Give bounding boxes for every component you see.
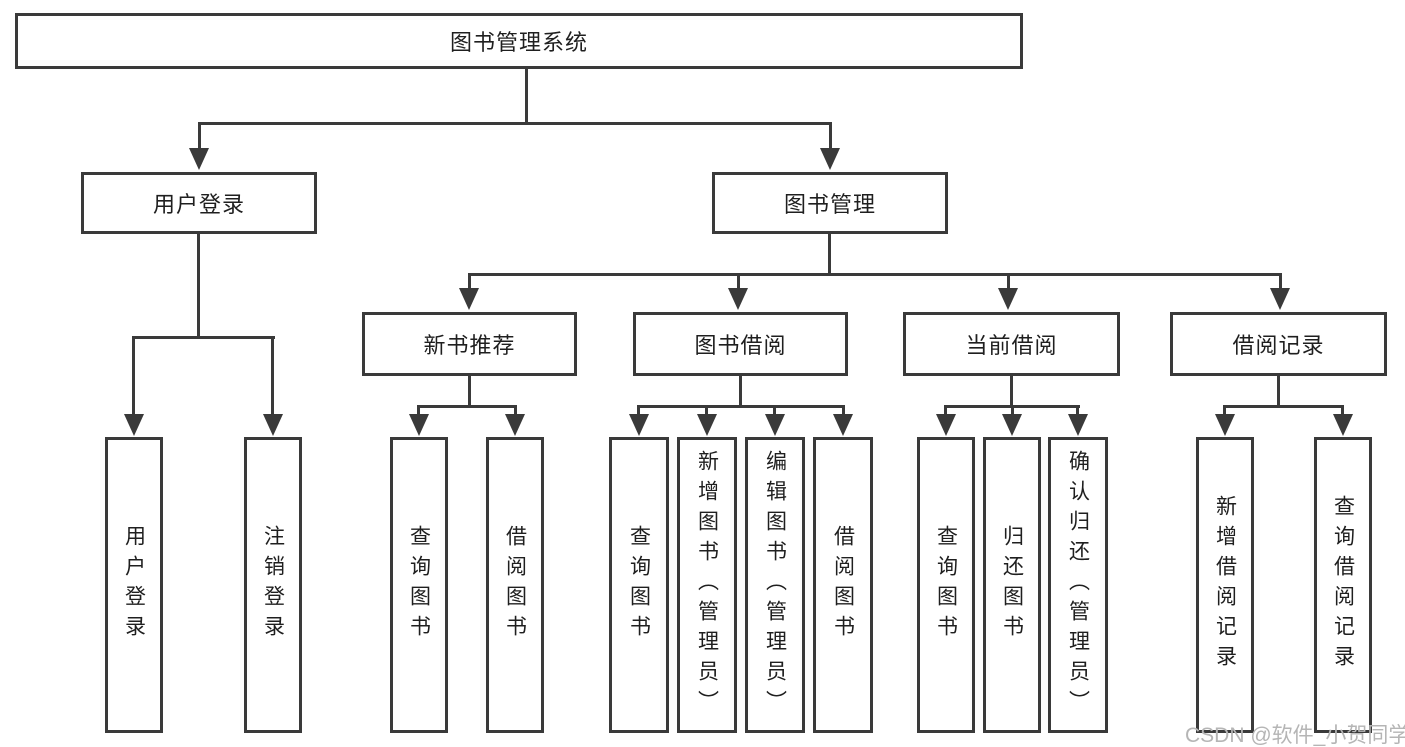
connector-line — [842, 405, 845, 417]
leaf-add-books-admin-label: 新增图书（管理员） — [695, 450, 719, 720]
leaf-confirm-return-admin-label: 确认归还（管理员） — [1066, 450, 1090, 720]
connector-line — [1223, 405, 1344, 408]
leaf-borrow-books-recommend: 借阅图书 — [486, 437, 544, 733]
arrow-down-icon — [124, 414, 144, 436]
connector-line — [737, 273, 740, 289]
connector-line — [1341, 405, 1344, 417]
connector-line — [1076, 405, 1079, 417]
arrow-down-icon — [1002, 414, 1022, 436]
connector-line — [829, 122, 832, 150]
arrow-down-icon — [189, 148, 209, 170]
connector-line — [198, 122, 201, 150]
node-book-management: 图书管理 — [712, 172, 948, 234]
node-root-label: 图书管理系统 — [449, 30, 588, 55]
connector-line — [132, 336, 135, 416]
connector-line — [1279, 273, 1282, 289]
node-borrowing-records-label: 借阅记录 — [1232, 333, 1325, 358]
connector-line — [271, 336, 274, 416]
arrow-down-icon — [936, 414, 956, 436]
connector-line — [828, 234, 831, 276]
leaf-borrow-books-borrowing-label: 借阅图书 — [831, 525, 855, 645]
connector-line — [1277, 376, 1280, 407]
leaf-query-books-recommend-label: 查询图书 — [407, 525, 431, 645]
arrow-down-icon — [409, 414, 429, 436]
leaf-add-borrow-record-label: 新增借阅记录 — [1213, 495, 1237, 675]
node-user-login-label: 用户登录 — [152, 192, 245, 217]
leaf-user-login: 用户登录 — [105, 437, 163, 733]
arrow-down-icon — [263, 414, 283, 436]
leaf-borrow-books-recommend-label: 借阅图书 — [503, 525, 527, 645]
node-borrowing-records: 借阅记录 — [1170, 312, 1387, 376]
connector-line — [198, 122, 832, 125]
leaf-edit-books-admin: 编辑图书（管理员） — [745, 437, 805, 733]
node-current-borrowing-label: 当前借阅 — [965, 333, 1058, 358]
leaf-add-books-admin: 新增图书（管理员） — [677, 437, 737, 733]
node-book-borrowing: 图书借阅 — [633, 312, 848, 376]
node-current-borrowing: 当前借阅 — [903, 312, 1120, 376]
node-new-book-recommend-label: 新书推荐 — [423, 333, 516, 358]
arrow-down-icon — [765, 414, 785, 436]
leaf-confirm-return-admin: 确认归还（管理员） — [1048, 437, 1108, 733]
leaf-query-books-borrowing-label: 查询图书 — [627, 525, 651, 645]
connector-line — [1007, 273, 1010, 289]
node-user-login: 用户登录 — [81, 172, 317, 234]
connector-line — [197, 233, 200, 339]
leaf-query-borrow-record: 查询借阅记录 — [1314, 437, 1372, 733]
leaf-query-books-current: 查询图书 — [917, 437, 975, 733]
leaf-query-borrow-record-label: 查询借阅记录 — [1331, 495, 1355, 675]
arrow-down-icon — [820, 148, 840, 170]
connector-line — [637, 405, 640, 417]
arrow-down-icon — [697, 414, 717, 436]
connector-line — [468, 273, 471, 289]
leaf-user-login-label: 用户登录 — [122, 525, 146, 645]
leaf-query-books-borrowing: 查询图书 — [609, 437, 669, 733]
leaf-query-books-current-label: 查询图书 — [934, 525, 958, 645]
arrow-down-icon — [1215, 414, 1235, 436]
connector-line — [468, 376, 471, 407]
connector-line — [705, 405, 708, 417]
leaf-return-books: 归还图书 — [983, 437, 1041, 733]
connector-line — [468, 273, 1282, 276]
connector-line — [417, 405, 420, 417]
connector-line — [944, 405, 947, 417]
leaf-add-borrow-record: 新增借阅记录 — [1196, 437, 1254, 733]
csdn-watermark: CSDN @软件_小贺同学 — [1185, 724, 1405, 747]
node-root: 图书管理系统 — [15, 13, 1023, 69]
connector-line — [773, 405, 776, 417]
arrow-down-icon — [833, 414, 853, 436]
arrow-down-icon — [998, 288, 1018, 310]
arrow-down-icon — [1333, 414, 1353, 436]
connector-line — [1011, 405, 1014, 417]
connector-line — [525, 69, 528, 125]
connector-line — [417, 405, 517, 408]
leaf-query-books-recommend: 查询图书 — [390, 437, 448, 733]
connector-line — [514, 405, 517, 417]
leaf-return-books-label: 归还图书 — [1000, 525, 1024, 645]
arrow-down-icon — [459, 288, 479, 310]
leaf-logout-login: 注销登录 — [244, 437, 302, 733]
arrow-down-icon — [1068, 414, 1088, 436]
node-book-management-label: 图书管理 — [783, 192, 876, 217]
arrow-down-icon — [505, 414, 525, 436]
connector-line — [1010, 376, 1013, 407]
leaf-edit-books-admin-label: 编辑图书（管理员） — [763, 450, 787, 720]
node-new-book-recommend: 新书推荐 — [362, 312, 577, 376]
arrow-down-icon — [629, 414, 649, 436]
node-book-borrowing-label: 图书借阅 — [694, 333, 787, 358]
connector-line — [739, 376, 742, 407]
leaf-borrow-books-borrowing: 借阅图书 — [813, 437, 873, 733]
leaf-logout-login-label: 注销登录 — [261, 525, 285, 645]
connector-line — [637, 405, 845, 408]
arrow-down-icon — [1270, 288, 1290, 310]
connector-line — [1223, 405, 1226, 417]
arrow-down-icon — [728, 288, 748, 310]
connector-line — [132, 336, 275, 339]
